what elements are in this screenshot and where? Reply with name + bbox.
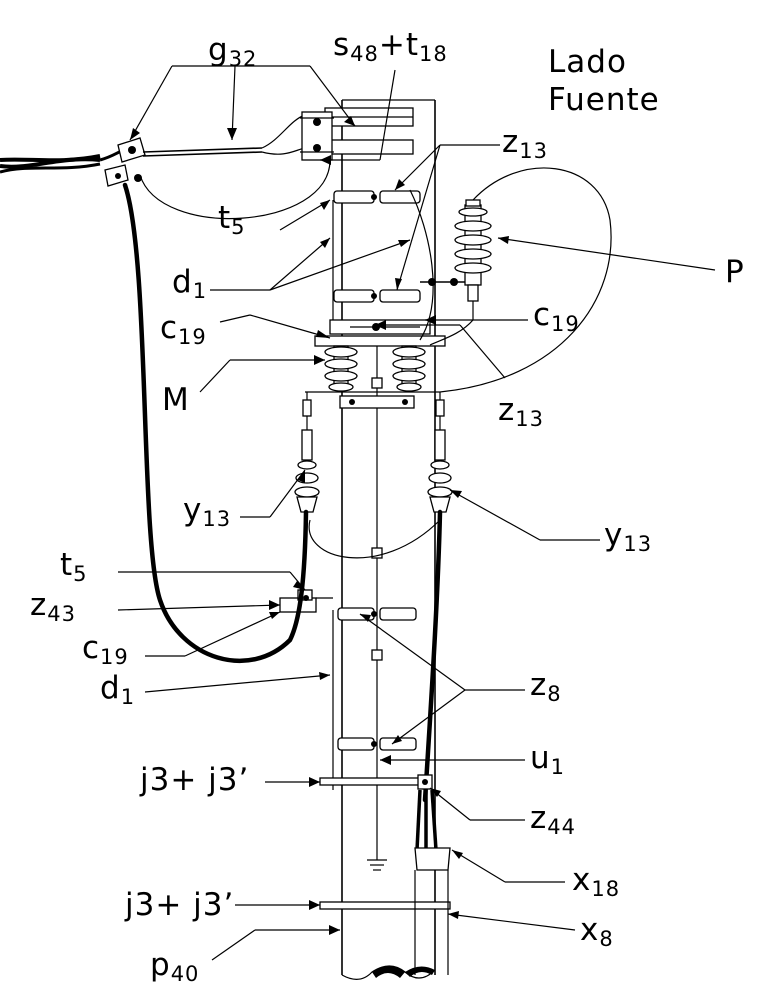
label-j3-bottom: j3+ j3’ <box>124 887 234 923</box>
label-c19-low: c19 <box>82 630 129 669</box>
pole-band-clamps <box>319 774 451 910</box>
dead-end-clamp <box>104 111 334 187</box>
conduit <box>414 847 451 975</box>
label-t5-top: t5 <box>218 200 246 239</box>
label-z8: z8 <box>530 667 562 706</box>
leader-lines <box>117 65 716 961</box>
label-z44: z44 <box>530 800 576 839</box>
label-c19-right: c19 <box>533 297 580 336</box>
label-x18: x18 <box>572 862 620 901</box>
labels: Lado Fuente g32 s48+t18 z13 t5 d1 P c19 … <box>30 27 745 986</box>
label-z13-mid: z13 <box>498 392 544 431</box>
ground-wire <box>367 340 387 871</box>
label-d1-low: d1 <box>100 670 135 709</box>
arrowheads <box>130 116 509 935</box>
label-x8: x8 <box>580 912 614 951</box>
label-j3-top: j3+ j3’ <box>139 762 249 798</box>
standoff-brackets <box>333 190 421 751</box>
label-y13-right: y13 <box>604 517 652 556</box>
jumper-wires <box>139 159 612 559</box>
service-cables <box>122 182 443 851</box>
label-s48-t18: s48+t18 <box>333 27 448 66</box>
label-M: M <box>162 382 190 418</box>
label-d1-top: d1 <box>172 264 207 303</box>
label-c19-left: c19 <box>160 310 207 349</box>
label-g32: g32 <box>208 32 257 71</box>
cable-support-bracket <box>279 589 333 613</box>
label-u1: u1 <box>530 740 565 779</box>
label-P: P <box>725 254 745 290</box>
incoming-conductors <box>0 146 131 174</box>
side-label-line1: Lado <box>548 44 627 80</box>
label-z43: z43 <box>30 587 76 626</box>
label-p40: p40 <box>150 947 199 986</box>
side-label-line2: Fuente <box>548 82 660 118</box>
surge-arrester <box>420 199 492 320</box>
label-y13-left: y13 <box>183 492 231 531</box>
label-z13-top: z13 <box>502 124 548 163</box>
fuse-cutouts <box>294 392 453 513</box>
pole-top-clamps <box>324 107 414 155</box>
cutout-insulators <box>305 345 440 409</box>
label-t5-low: t5 <box>60 547 88 586</box>
